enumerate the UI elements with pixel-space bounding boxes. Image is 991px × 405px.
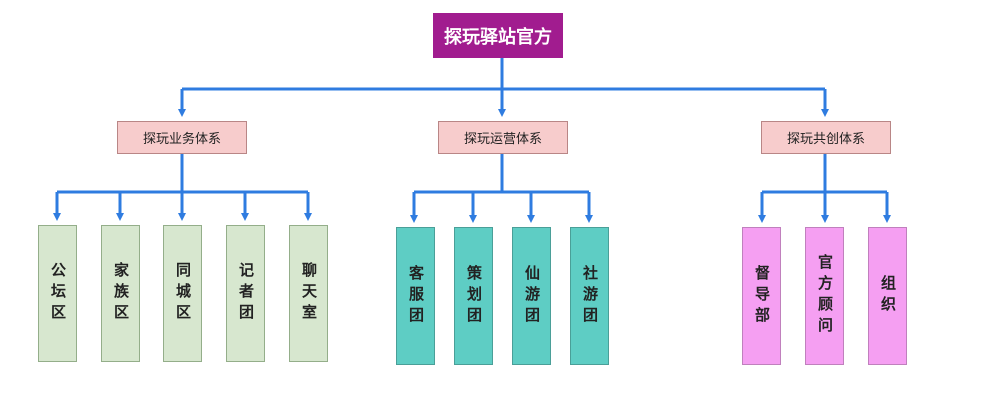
leaf-node: 同城区 [163, 225, 202, 362]
leaf-node: 官方顾问 [805, 227, 844, 365]
leaf-node: 社游团 [570, 227, 609, 365]
leaf-node: 家族区 [101, 225, 140, 362]
group-node-operations: 探玩运营体系 [438, 121, 568, 154]
root-node-label: 探玩驿站官方 [444, 26, 552, 48]
group-node-business: 探玩业务体系 [117, 121, 247, 154]
leaf-node: 策划团 [454, 227, 493, 365]
root-node: 探玩驿站官方 [433, 13, 563, 58]
leaf-node: 聊天室 [289, 225, 328, 362]
group-node-cocreation: 探玩共创体系 [761, 121, 891, 154]
leaf-node: 督导部 [742, 227, 781, 365]
leaf-node: 公坛区 [38, 225, 77, 362]
leaf-node: 仙游团 [512, 227, 551, 365]
group-node-label: 探玩业务体系 [142, 132, 221, 147]
group-node-label: 探玩运营体系 [463, 132, 542, 147]
group-node-label: 探玩共创体系 [786, 132, 865, 147]
leaf-node: 记者团 [226, 225, 265, 362]
leaf-node: 客服团 [396, 227, 435, 365]
leaf-node: 组织 [868, 227, 907, 365]
